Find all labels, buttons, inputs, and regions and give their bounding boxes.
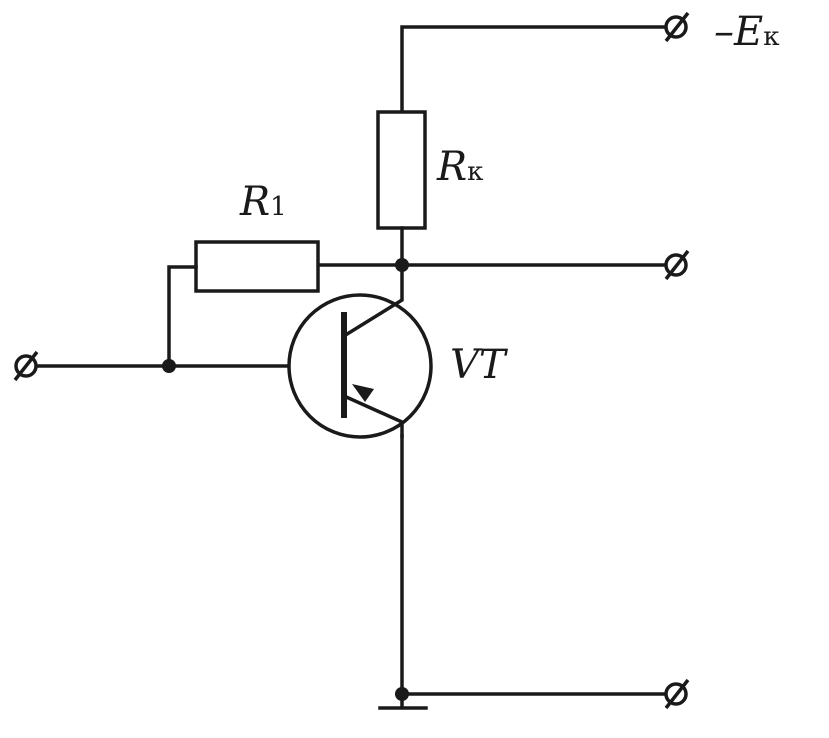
transistor-emitter-lead [341, 393, 404, 438]
supply-sub: к [763, 22, 779, 52]
emitter-arrow-icon [352, 384, 374, 402]
transistor-envelope [287, 293, 433, 439]
ground-terminal [664, 678, 690, 710]
output-terminal [664, 249, 690, 281]
bias-resistor-label: R1 [239, 179, 287, 225]
collector-resistor [376, 110, 427, 230]
transistor [287, 263, 433, 439]
transistor-collector-lead [341, 263, 404, 339]
collector-junction [395, 258, 409, 272]
r1-main: R [239, 179, 270, 225]
supply-wire [400, 25, 670, 114]
input-terminal [13, 350, 39, 382]
supply-label: –Eк [714, 9, 779, 55]
rk-main: R [436, 144, 467, 190]
bias-resistor [194, 240, 320, 293]
supply-main: E [733, 9, 763, 55]
r1-sub: 1 [270, 192, 287, 222]
ground-junction [395, 687, 409, 701]
transistor-label: VT [450, 342, 509, 388]
supply-sign: – [714, 9, 734, 55]
collector-resistor-label: Rк [436, 144, 483, 190]
r1-left-lead [167, 265, 198, 368]
base-junction [162, 359, 176, 373]
rk-sub: к [467, 157, 483, 187]
supply-terminal [664, 11, 690, 43]
